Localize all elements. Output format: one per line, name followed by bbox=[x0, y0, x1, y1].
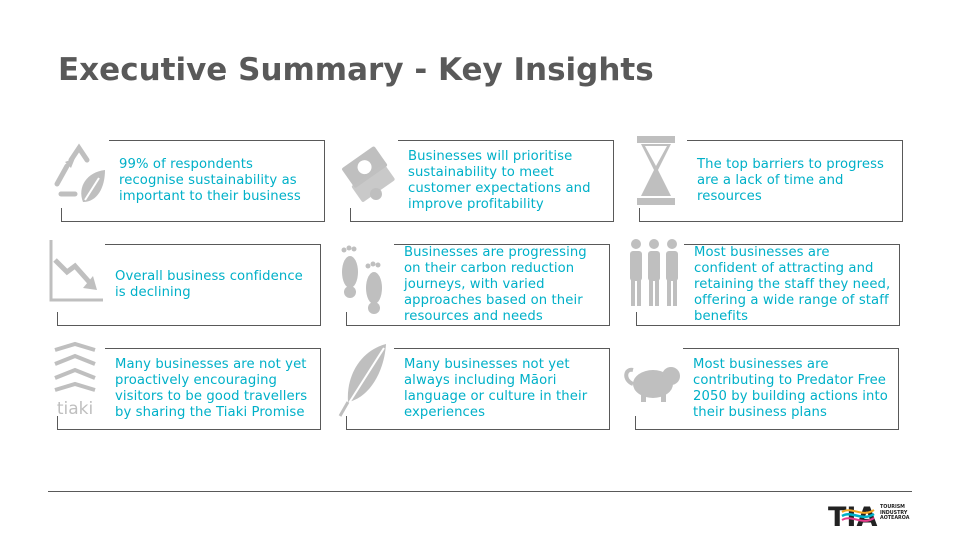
insight-card: 99% of respondents recognise sustainabil… bbox=[49, 128, 325, 222]
insight-text: The top barriers to progress are a lack … bbox=[697, 157, 885, 204]
insight-text: Businesses will prioritise sustainabilit… bbox=[408, 149, 591, 212]
insight-card: tiaki Many businesses are not yet proact… bbox=[45, 336, 321, 430]
declining-chart-icon bbox=[49, 240, 103, 302]
hourglass-icon bbox=[637, 136, 675, 205]
insight-text: Many businesses are not yet proactively … bbox=[115, 357, 308, 420]
feather-icon bbox=[338, 344, 386, 417]
page-title: Executive Summary - Key Insights bbox=[58, 52, 654, 88]
money-icon bbox=[342, 146, 395, 202]
insight-card: Most businesses are confident of attract… bbox=[624, 232, 900, 326]
insight-text: Overall business confidence is declining bbox=[115, 269, 303, 300]
insight-card: Many businesses not yet always including… bbox=[334, 336, 610, 430]
footer-divider bbox=[48, 491, 912, 492]
possum-icon bbox=[624, 367, 680, 402]
insight-text: Many businesses not yet always including… bbox=[404, 357, 588, 420]
insight-text: 99% of respondents recognise sustainabil… bbox=[119, 157, 301, 204]
tiaki-icon: tiaki bbox=[54, 341, 96, 419]
insight-card: Businesses are progressing on their carb… bbox=[334, 232, 610, 326]
tia-logo-text: TOURISM INDUSTRY AOTEAROA bbox=[880, 505, 910, 522]
people-icon bbox=[630, 239, 678, 306]
insight-card: Most businesses are contributing to Pred… bbox=[623, 336, 899, 430]
footprints-icon bbox=[341, 245, 382, 314]
insight-card: Businesses will prioritise sustainabilit… bbox=[338, 128, 614, 222]
insight-text: Most businesses are contributing to Pred… bbox=[693, 357, 888, 420]
insight-card: Overall business confidence is declining bbox=[45, 232, 321, 326]
insight-text: Businesses are progressing on their carb… bbox=[404, 245, 587, 324]
tia-logo: TIA TOURISM INDUSTRY AOTEAROA bbox=[828, 500, 918, 533]
insight-text: Most businesses are confident of attract… bbox=[694, 245, 891, 324]
recycle-leaf-icon bbox=[54, 143, 105, 202]
tia-logo-mark: TIA bbox=[828, 502, 877, 533]
svg-text:tiaki: tiaki bbox=[57, 399, 93, 419]
insight-card: The top barriers to progress are a lack … bbox=[627, 128, 903, 222]
